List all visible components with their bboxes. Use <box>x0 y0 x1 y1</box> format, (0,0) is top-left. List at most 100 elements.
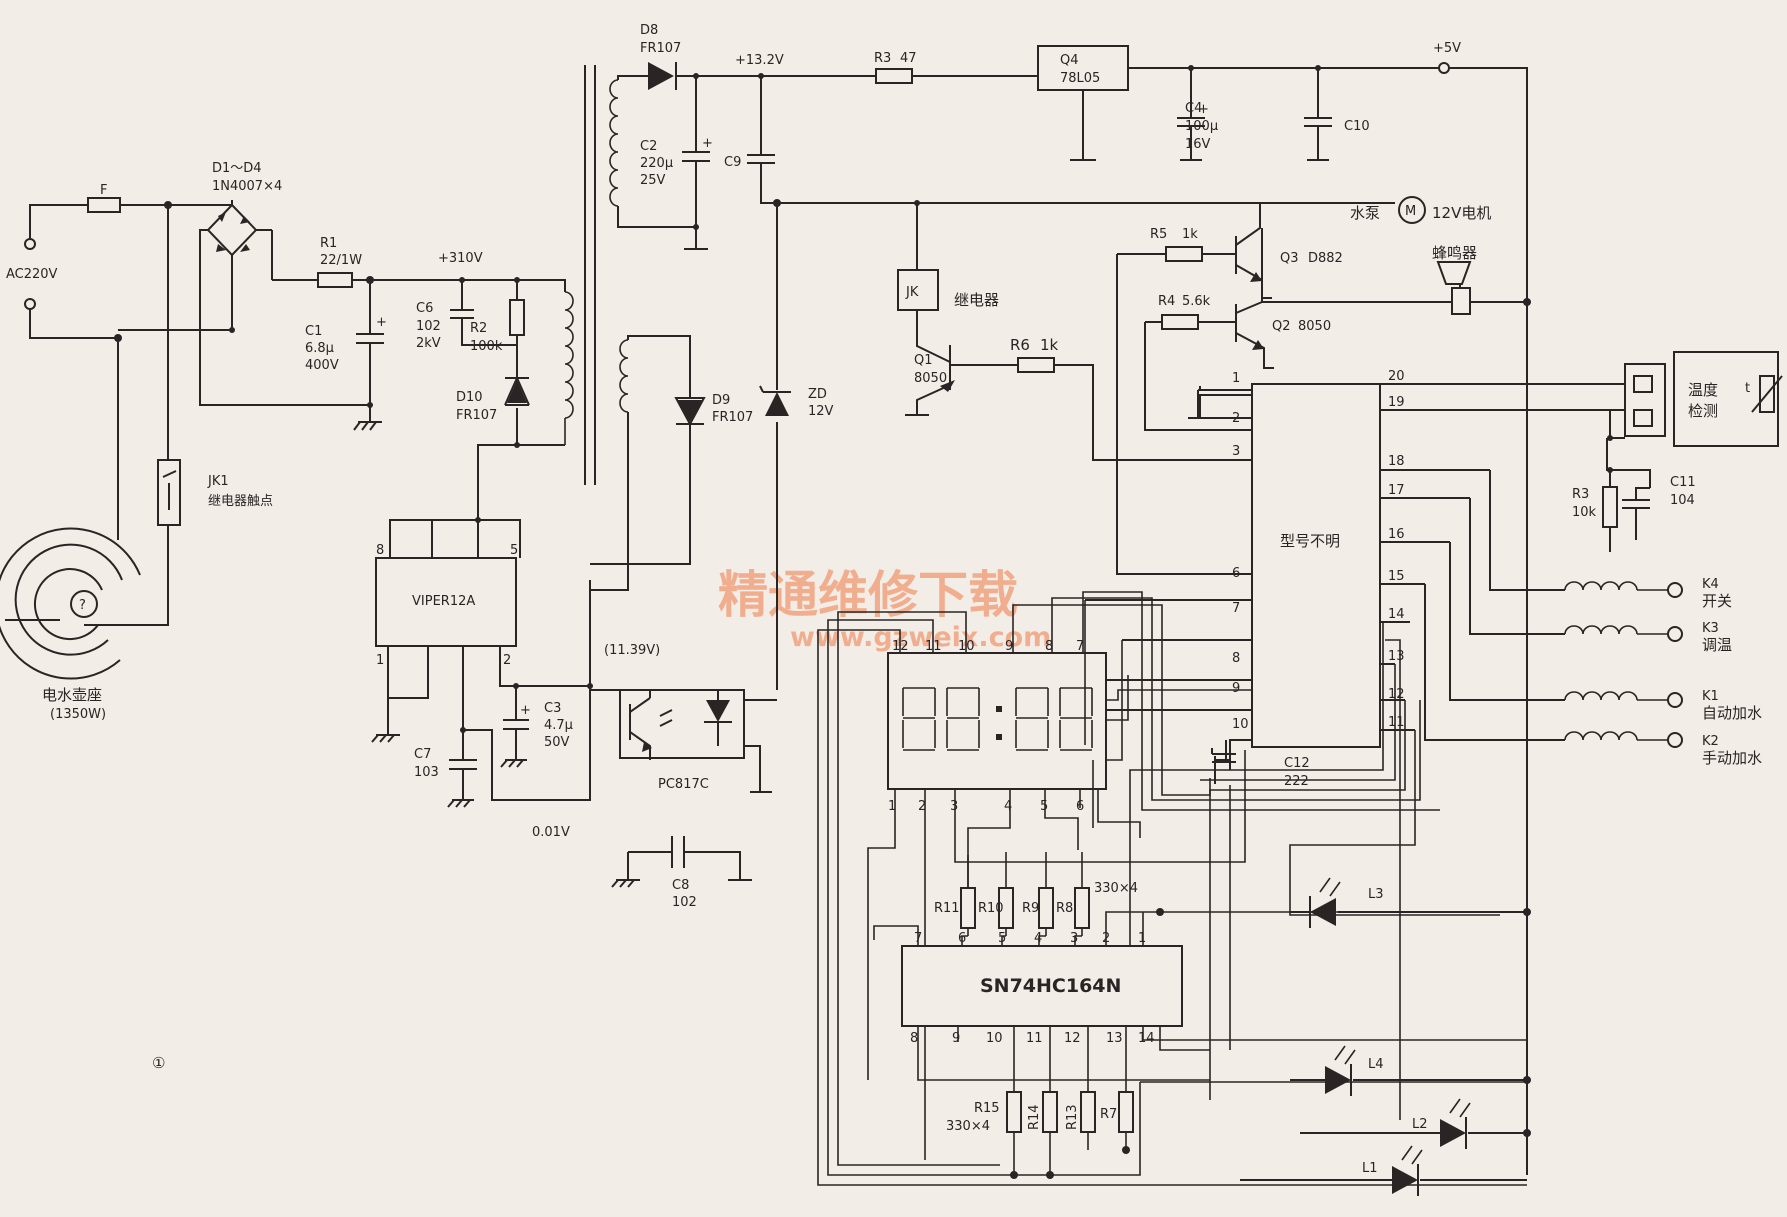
disp-pin5: 5 <box>1040 799 1048 814</box>
r6-ref: R6 <box>1010 336 1030 354</box>
viper-pin1: 1 <box>376 653 384 668</box>
transistor-q2: R4 5.6k Q2 8050 <box>1144 294 1331 431</box>
sn-pin8: 8 <box>910 1031 918 1046</box>
q1-ref: Q1 <box>914 353 933 368</box>
r1-value: 22/1W <box>320 253 362 268</box>
transistor-q3: R5 1k Q3 D882 <box>1116 203 1343 575</box>
r11-ref: R11 <box>934 901 960 916</box>
display-bus-wires <box>817 591 1527 1186</box>
mcu: 型号不明 1 2 3 6 7 8 9 10 20 19 18 17 16 15 … <box>1050 369 1625 770</box>
k3-label: 调温 <box>1702 636 1732 654</box>
c4-value: 100μ <box>1185 119 1218 134</box>
key-k2: K2 手动加水 <box>1424 584 1762 767</box>
temperature-sensor: 温度 检测 t R3 10k C11 104 <box>1572 351 1783 552</box>
c2-value: 220μ <box>640 156 673 171</box>
pump-label: 水泵 <box>1350 204 1380 222</box>
rtop-value: 330×4 <box>1094 881 1138 896</box>
watermark-url: www.gzweix.com <box>790 622 1051 653</box>
mcu-pin19: 19 <box>1388 395 1405 410</box>
viper-pin8: 8 <box>376 543 384 558</box>
thermistor-label: t <box>1745 381 1750 396</box>
r4-value: 5.6k <box>1182 294 1211 309</box>
c4-ref: C4 <box>1185 101 1202 116</box>
disp-pin8: 8 <box>1045 639 1053 654</box>
mcu-pin10: 10 <box>1232 717 1249 732</box>
k4-label: 开关 <box>1702 592 1732 610</box>
l2-label: L2 <box>1412 1117 1428 1132</box>
bridge-rectifier: D1～D4 1N4007×4 <box>118 161 370 406</box>
rbottom-value: 330×4 <box>946 1119 990 1134</box>
svg-text:+: + <box>702 136 713 151</box>
mcu-pin15: 15 <box>1388 569 1405 584</box>
r1-ref: R1 <box>320 236 337 251</box>
jk1-label: 继电器触点 <box>208 494 273 509</box>
led-l4: L4 <box>1290 1045 1531 1096</box>
mcu-pin7: 7 <box>1232 601 1240 616</box>
r5-ref: R5 <box>1150 227 1167 242</box>
viper12a-ic: VIPER12A 8 5 1 2 C7 103 0.01V <box>371 444 591 840</box>
mcu-pin6: 6 <box>1232 566 1240 581</box>
disp-pin4: 4 <box>1004 799 1012 814</box>
sn-pin14: 14 <box>1138 1031 1155 1046</box>
capacitor-c3: + C3 4.7μ 50V (11.39V) <box>500 643 660 768</box>
c6-ref: C6 <box>416 301 433 316</box>
svg-text:+: + <box>520 703 531 718</box>
k2-ref: K2 <box>1702 734 1719 749</box>
sn-pin4: 4 <box>1034 931 1042 946</box>
watermark-title: 精通维修下载 <box>718 566 1018 624</box>
r9-ref: R9 <box>1022 901 1039 916</box>
r7-ref: R7 <box>1100 1107 1117 1122</box>
c11-value: 104 <box>1670 493 1695 508</box>
q2-ref: Q2 <box>1272 319 1291 334</box>
kettle-base: ? 电水壶座 (1350W) <box>0 338 141 722</box>
c1-ref: C1 <box>305 324 322 339</box>
q1-value: 8050 <box>914 371 947 386</box>
mcu-pin16: 16 <box>1388 527 1405 542</box>
pc817c-label: PC817C <box>658 777 709 792</box>
q3-ref: Q3 <box>1280 251 1299 266</box>
c1-value: 6.8μ <box>305 341 334 356</box>
mcu-pin8: 8 <box>1232 651 1240 666</box>
mcu-pin11: 11 <box>1388 715 1405 730</box>
l1-label: L1 <box>1362 1161 1378 1176</box>
seven-segment-display: 12 11 10 9 8 7 1 2 3 4 5 6 <box>887 639 1107 814</box>
k2-label: 手动加水 <box>1702 749 1762 767</box>
mcu-pin2: 2 <box>1232 411 1240 426</box>
jk-ref: JK <box>905 285 919 300</box>
mcu-pin13: 13 <box>1388 649 1405 664</box>
mcu-pin9: 9 <box>1232 681 1240 696</box>
disp-pin7: 7 <box>1076 639 1084 654</box>
sn74-name: SN74HC164N <box>980 975 1121 997</box>
c2-voltage: 25V <box>640 173 666 188</box>
key-k1: K1 自动加水 <box>1449 542 1762 722</box>
r2-ref: R2 <box>470 321 487 336</box>
svg-text:+: + <box>1198 102 1209 117</box>
c9-ref: C9 <box>724 155 741 170</box>
disp-pin9: 9 <box>1005 639 1013 654</box>
c11-ref: C11 <box>1670 475 1696 490</box>
c4-voltage: 16V <box>1185 137 1211 152</box>
mcu-pin14: 14 <box>1388 607 1405 622</box>
digit-2 <box>946 687 980 751</box>
led-l2: L2 <box>1300 1098 1531 1149</box>
r2-value: 100k <box>470 339 503 354</box>
d10-ref: D10 <box>456 390 483 405</box>
relay-label: 继电器 <box>954 291 999 309</box>
shift-register: SN74HC164N 7 6 5 4 3 2 1 8 9 10 11 12 13… <box>873 908 1531 1081</box>
key-k4: K4 开关 <box>1489 470 1732 610</box>
motor-symbol: M <box>1405 204 1416 219</box>
rail-5-label: +5V <box>1433 41 1461 56</box>
sensor-label-1: 温度 <box>1688 381 1718 399</box>
r8-ref: R8 <box>1056 901 1073 916</box>
buzzer: 蜂鸣器 <box>1261 228 1531 315</box>
capacitor-c1: + C1 6.8μ 400V <box>305 276 387 431</box>
c1-voltage: 400V <box>305 358 339 373</box>
digit-1 <box>902 687 936 751</box>
q4-value: 78L05 <box>1060 71 1100 86</box>
bridge-value: 1N4007×4 <box>212 179 282 194</box>
c3-voltage: 50V <box>544 735 570 750</box>
fuse <box>87 197 121 213</box>
rail-132-label: +13.2V <box>735 53 784 68</box>
c10-ref: C10 <box>1344 119 1370 134</box>
base-mark: ? <box>79 598 86 613</box>
